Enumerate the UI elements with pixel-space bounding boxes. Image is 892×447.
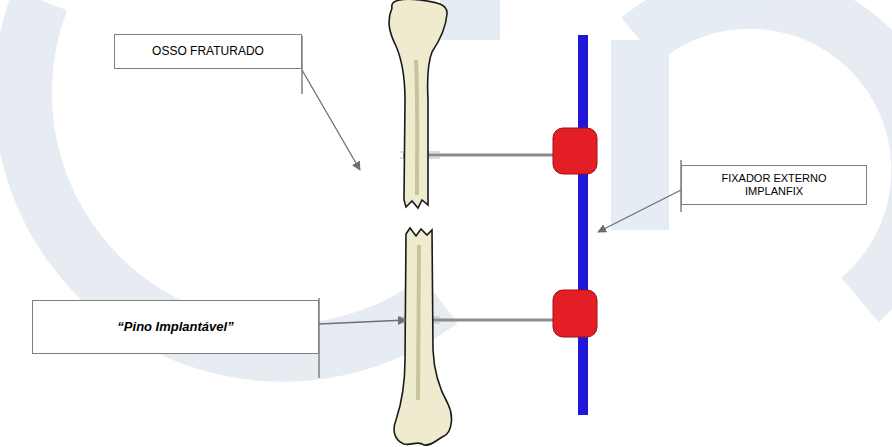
bone-fragment xyxy=(389,0,447,208)
pin-clamp xyxy=(553,290,597,337)
leader-line xyxy=(302,36,681,378)
fixator-bar xyxy=(578,35,588,415)
bone-shading xyxy=(418,245,419,400)
callout-box: OSSO FRATURADO xyxy=(114,34,302,69)
callout-label: “Pino Implantável” xyxy=(117,319,233,335)
pin-clamp xyxy=(553,128,597,174)
bone-fragment xyxy=(394,228,451,445)
callout-box: “Pino Implantável” xyxy=(32,300,319,354)
bone-shading xyxy=(416,60,417,195)
callout-label: FIXADOR EXTERNO IMPLANFIX xyxy=(717,172,832,198)
callout-box: FIXADOR EXTERNO IMPLANFIX xyxy=(681,165,867,205)
callout-label: OSSO FRATURADO xyxy=(152,44,264,58)
